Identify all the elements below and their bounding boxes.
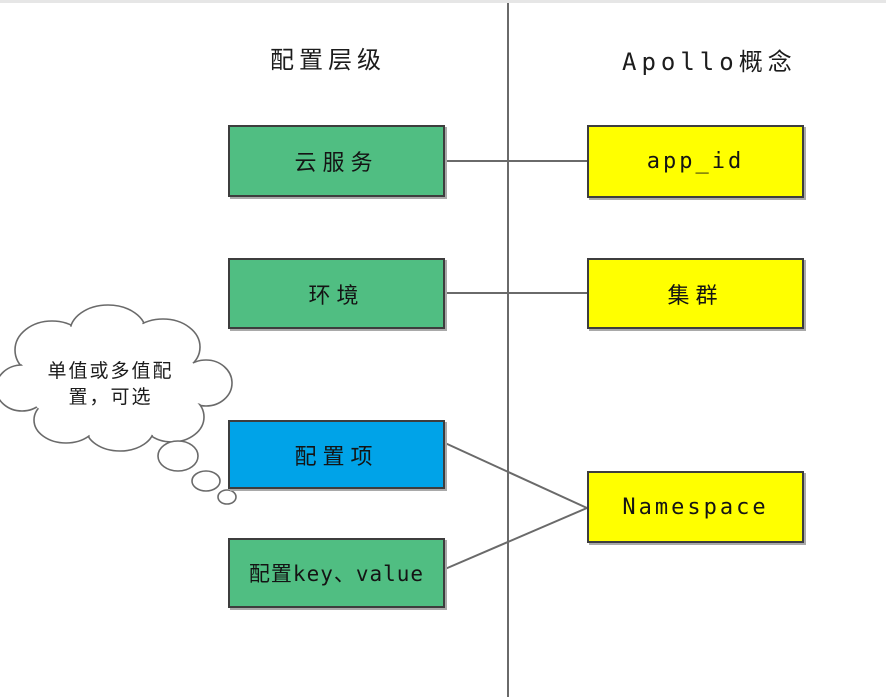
node-config-key-value: 配置key、value <box>228 538 445 608</box>
node-cluster-label: 集群 <box>667 283 724 309</box>
node-cloud-service: 云服务 <box>228 125 445 197</box>
node-config-item: 配置项 <box>228 420 445 489</box>
node-cloud-service-label: 云服务 <box>294 151 379 176</box>
edge-configitem-namespace <box>444 442 588 509</box>
thought-bubble-text-line2: 置，可选 <box>68 386 153 408</box>
thought-bubble-cloud-fill <box>0 306 231 450</box>
top-edge-strip <box>0 0 886 3</box>
node-namespace-label: Namespace <box>622 494 769 520</box>
node-cluster: 集群 <box>587 258 804 329</box>
left-column-title: 配置层级 <box>270 46 386 74</box>
node-config-key-value-label: 配置key、value <box>248 562 425 586</box>
thought-bubble-text: 单值或多值配 置，可选 <box>18 358 203 410</box>
thought-bubble-text-line1: 单值或多值配 <box>47 360 174 382</box>
node-environment-label: 环境 <box>308 283 365 309</box>
node-config-item-label: 配置项 <box>294 444 379 470</box>
node-namespace: Namespace <box>587 471 804 543</box>
edge-configkv-namespace <box>444 507 588 570</box>
node-app-id-label: app_id <box>646 149 745 174</box>
right-column-title: Apollo概念 <box>622 48 797 76</box>
thought-bubble-trail <box>157 440 237 505</box>
node-app-id: app_id <box>587 125 804 198</box>
node-environment: 环境 <box>228 258 445 329</box>
